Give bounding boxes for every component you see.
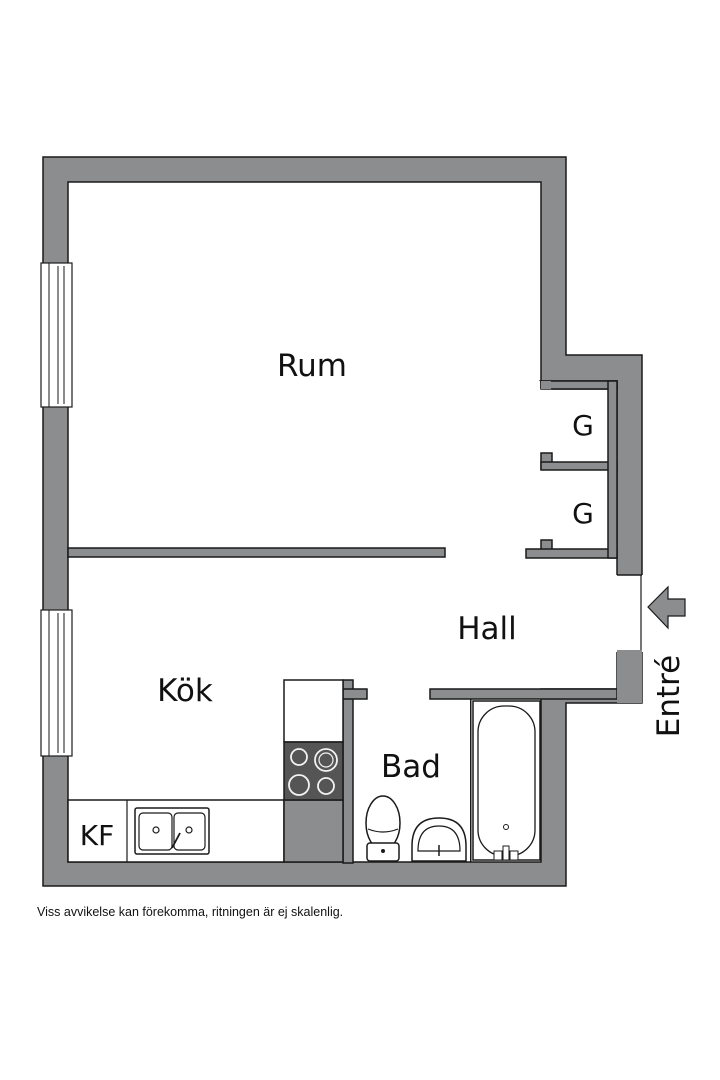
entrance-arrow-icon bbox=[647, 585, 686, 630]
room-label-bad: Bad bbox=[381, 749, 441, 785]
room-label-hall: Hall bbox=[457, 611, 517, 647]
washbasin-icon bbox=[411, 817, 467, 862]
interior-wall bbox=[67, 547, 446, 558]
kitchen-sink-icon bbox=[134, 807, 210, 855]
entrance-label: Entré bbox=[651, 655, 687, 738]
room-label-kf: KF bbox=[80, 819, 114, 852]
stove-icon bbox=[283, 741, 344, 801]
room-label-kok: Kök bbox=[157, 673, 213, 709]
room-label-rum: Rum bbox=[277, 348, 347, 384]
window-kok-icon bbox=[40, 609, 73, 757]
window-rum-icon bbox=[40, 262, 73, 408]
room-label-closet-bottom: G bbox=[572, 497, 594, 530]
room-label-closet-top: G bbox=[572, 409, 594, 442]
disclaimer-text: Viss avvikelse kan förekomma, ritningen … bbox=[37, 905, 344, 919]
bathtub-icon bbox=[472, 700, 541, 861]
toilet-icon bbox=[365, 795, 401, 862]
